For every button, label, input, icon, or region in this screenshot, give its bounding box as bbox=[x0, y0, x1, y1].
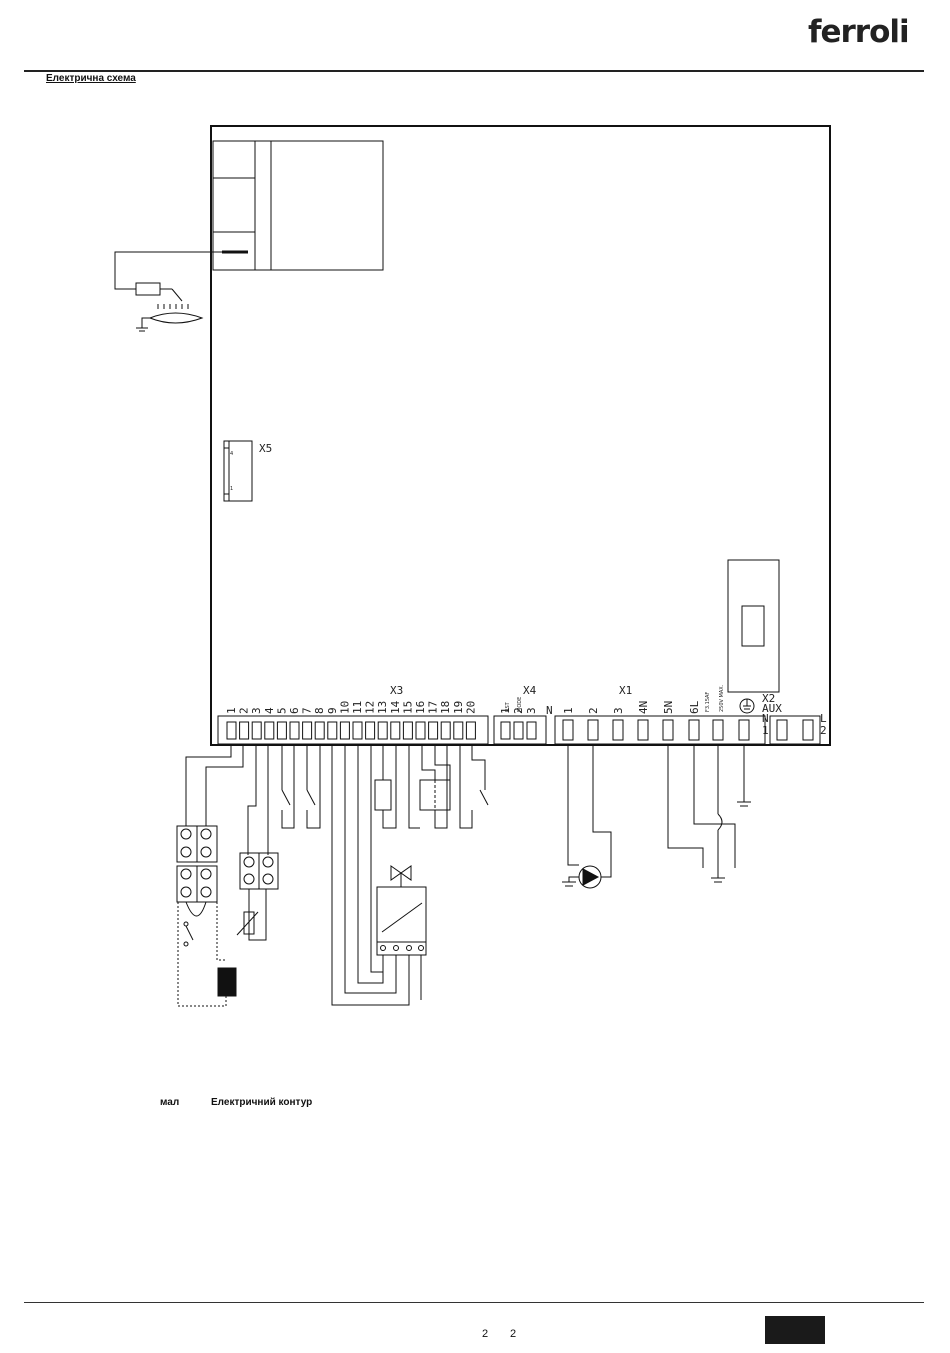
x3-label: X3 bbox=[390, 684, 403, 697]
x1-pin-label: 1 bbox=[562, 707, 575, 714]
page-number-b: 2 bbox=[510, 1328, 516, 1340]
x3-pin-label: 15 bbox=[401, 701, 414, 714]
x1-pin-label: 2 bbox=[587, 707, 600, 714]
x3-pin-label: 20 bbox=[464, 701, 477, 714]
x3-terminal bbox=[303, 722, 312, 739]
x1-pin-label: 4N bbox=[637, 701, 650, 714]
x3-terminal bbox=[252, 722, 261, 739]
room-thermostat bbox=[218, 968, 236, 996]
x3-terminal bbox=[227, 722, 236, 739]
x3-terminal bbox=[403, 722, 412, 739]
x1-pin-label: 3 bbox=[612, 707, 625, 714]
x3-terminal bbox=[315, 722, 324, 739]
x3-pin-label: 12 bbox=[364, 701, 377, 714]
x3-pin-label: 18 bbox=[439, 701, 452, 714]
x3-pin-label: 7 bbox=[301, 707, 314, 714]
x2-pin-1: 1 bbox=[762, 724, 769, 737]
x4-pin-label: 3 bbox=[525, 707, 538, 714]
x1-leading-label: N bbox=[546, 704, 553, 717]
x3-terminal bbox=[290, 722, 299, 739]
x5-pin-bottom: 1 bbox=[230, 486, 233, 492]
x4-terminal-strip bbox=[494, 716, 546, 744]
x3-pin-label: 13 bbox=[376, 701, 389, 714]
aux-terminal bbox=[803, 720, 813, 740]
x1-terminal bbox=[563, 720, 573, 740]
resistor bbox=[375, 780, 391, 810]
x3-pin-label: 11 bbox=[351, 701, 364, 714]
x1-terminal bbox=[613, 720, 623, 740]
x3-terminal bbox=[353, 722, 362, 739]
x3-pin-label: 8 bbox=[313, 707, 326, 714]
fuse-rating: F3.15AF bbox=[705, 692, 711, 712]
x1-terminal-strip bbox=[555, 716, 765, 744]
x3-terminal bbox=[454, 722, 463, 739]
x3-pin-label: 6 bbox=[288, 707, 301, 714]
x1-pin-label: 6L bbox=[688, 700, 701, 714]
x4-terminal bbox=[514, 722, 523, 739]
page-number-a: 2 bbox=[482, 1328, 488, 1340]
x3-terminal bbox=[391, 722, 400, 739]
x5-connector bbox=[224, 441, 252, 501]
x2-pin-2: 2 bbox=[820, 724, 827, 737]
x1-pin-label: 5N bbox=[662, 701, 675, 714]
x1-terminal bbox=[663, 720, 673, 740]
ignition-electrode bbox=[136, 283, 160, 295]
aux-terminal bbox=[777, 720, 787, 740]
x4-terminal bbox=[527, 722, 536, 739]
x4-terminal bbox=[501, 722, 510, 739]
aux-terminal bbox=[739, 720, 749, 740]
x3-pin-label: 2 bbox=[238, 707, 251, 714]
footer-block bbox=[765, 1316, 825, 1344]
x3-pin-label: 19 bbox=[452, 701, 465, 714]
x3-pin-label: 14 bbox=[389, 700, 402, 714]
x5-pin-top: 4 bbox=[230, 451, 233, 457]
aux-module bbox=[728, 560, 779, 692]
x3-terminal bbox=[378, 722, 387, 739]
x3-terminal bbox=[328, 722, 337, 739]
aux-terminal bbox=[713, 720, 723, 740]
x3-pin-label: 9 bbox=[326, 707, 339, 714]
x3-pin-label: 5 bbox=[275, 707, 288, 714]
x1-terminal bbox=[638, 720, 648, 740]
x4-note-mode: MODE bbox=[517, 697, 523, 712]
x3-terminal bbox=[429, 722, 438, 739]
x3-terminal bbox=[340, 722, 349, 739]
x1-terminal bbox=[588, 720, 598, 740]
x3-pin-label: 16 bbox=[414, 701, 427, 714]
x3-pin-label: 10 bbox=[338, 701, 351, 714]
x3-terminal bbox=[366, 722, 375, 739]
x3-pin-label: 3 bbox=[250, 707, 263, 714]
x4-label: X4 bbox=[523, 684, 537, 697]
x3-terminal bbox=[265, 722, 274, 739]
fuse-voltage: 250V MAX. bbox=[719, 684, 725, 712]
x3-pin-label: 1 bbox=[225, 707, 238, 714]
x3-terminal bbox=[466, 722, 475, 739]
x3-terminal bbox=[277, 722, 286, 739]
x3-terminal bbox=[416, 722, 425, 739]
x1-label: X1 bbox=[619, 684, 632, 697]
figure-caption: Електричний контур bbox=[211, 1097, 312, 1108]
x4-note-rst: RST bbox=[505, 701, 511, 712]
x1-terminal bbox=[689, 720, 699, 740]
x3-pin-label: 4 bbox=[263, 707, 276, 714]
control-board bbox=[211, 126, 830, 745]
x3-terminal bbox=[240, 722, 249, 739]
footer-rule bbox=[24, 1302, 924, 1303]
burner bbox=[150, 313, 202, 323]
figure-label: мал bbox=[160, 1097, 179, 1108]
gas-valve bbox=[377, 887, 426, 942]
x3-terminal bbox=[441, 722, 450, 739]
x3-pin-label: 17 bbox=[427, 701, 440, 714]
x5-label: X5 bbox=[259, 442, 272, 455]
